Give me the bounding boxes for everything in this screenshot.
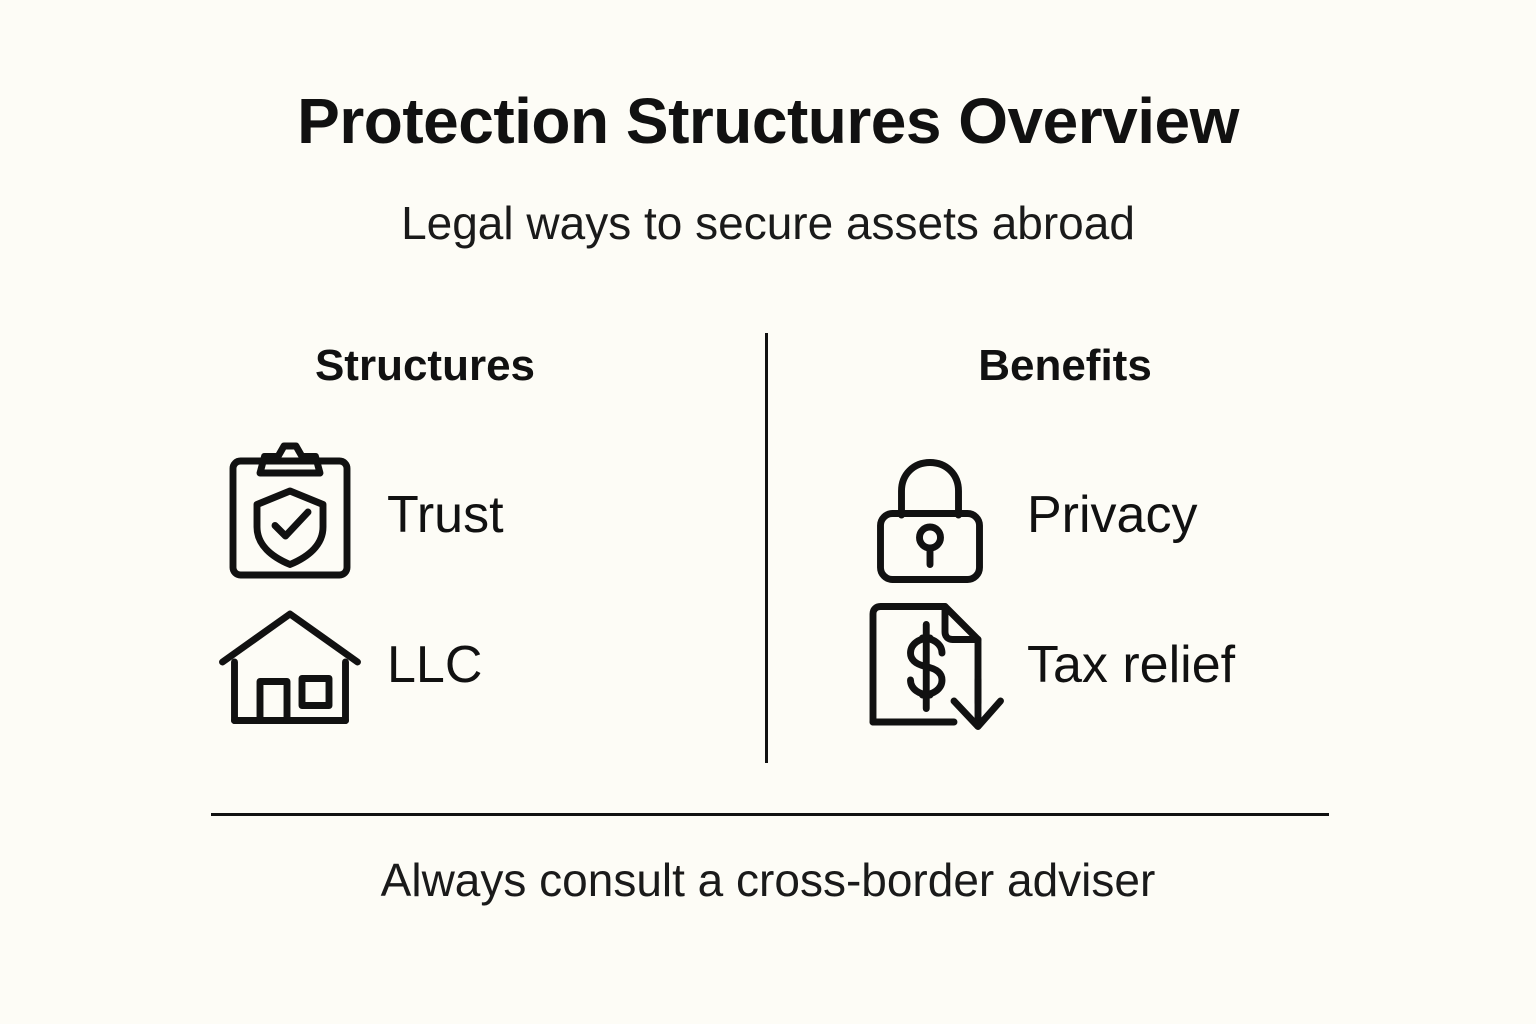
structures-column: Structures [145,330,705,740]
benefits-column: Benefits Privacy [785,330,1345,740]
list-item[interactable]: Tax relief [785,590,1345,740]
padlock-icon [855,440,1005,590]
list-item[interactable]: LLC [145,590,705,740]
benefits-heading: Benefits [978,341,1152,390]
footer-note: Always consult a cross-border adviser [380,854,1156,906]
columns-section: Structures [0,330,1536,770]
footer-divider [211,813,1329,816]
list-item-label: Privacy [1027,486,1198,544]
structures-list: Trust [145,388,705,740]
list-item-label: Tax relief [1027,636,1236,694]
list-item-label: Trust [387,486,504,544]
benefits-list: Privacy [785,388,1345,740]
structures-heading: Structures [314,341,536,390]
clipboard-shield-icon [215,440,365,590]
list-item[interactable]: Trust [145,440,705,590]
house-icon [215,590,365,740]
column-divider [765,333,768,763]
document-dollar-down-arrow-icon [855,590,1005,740]
page-subtitle: Legal ways to secure assets abroad [401,197,1135,250]
list-item-label: LLC [387,636,483,694]
page-title: Protection Structures Overview [297,85,1239,157]
list-item[interactable]: Privacy [785,440,1345,590]
header: Protection Structures Overview Legal way… [0,85,1536,250]
